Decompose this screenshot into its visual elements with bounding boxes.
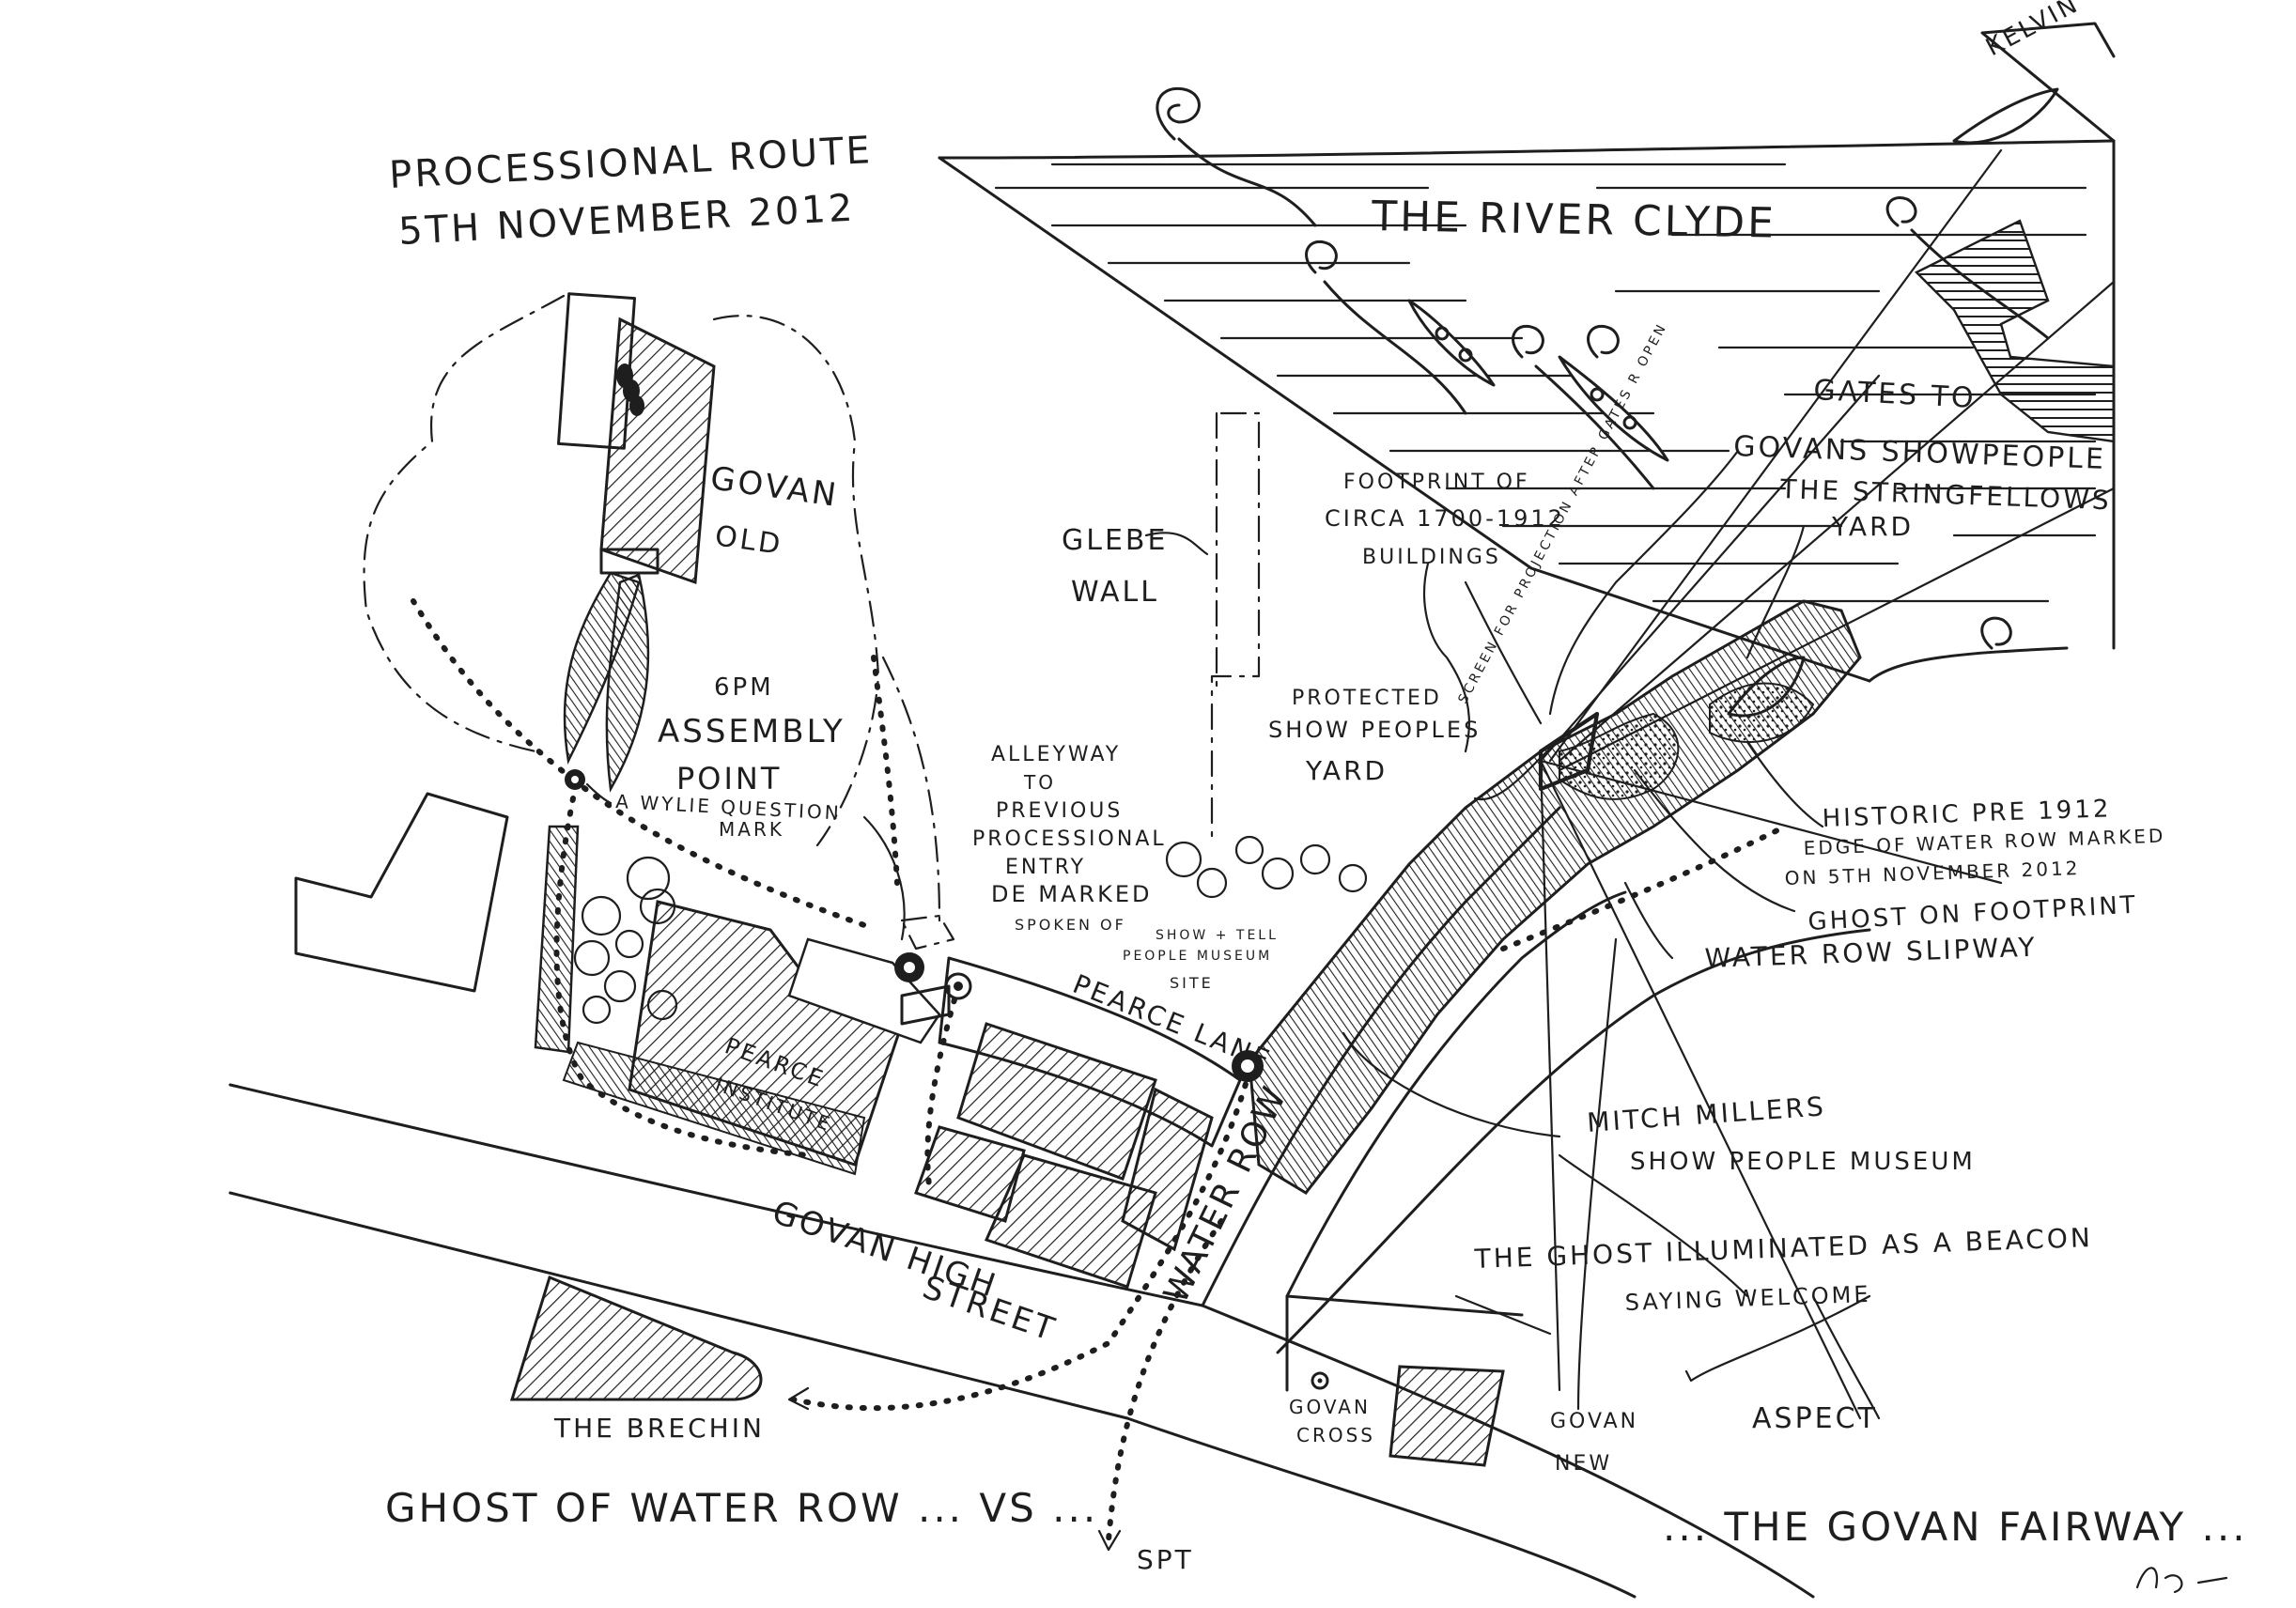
govan-new-label-1: GOVAN	[1550, 1410, 1638, 1433]
alleyway-label-2: TO	[1023, 771, 1056, 794]
govan-cross-plot	[1285, 1294, 1524, 1392]
footprint-label-3: BUILDINGS	[1362, 546, 1501, 569]
caption-govan-fairway: ... THE GOVAN FAIRWAY ...	[1663, 1504, 2248, 1550]
govan-old-label-1: GOVAN	[708, 459, 842, 515]
beacon-label-1: THE GHOST ILLUMINATED AS A BEACON	[1473, 1222, 2093, 1275]
assembly-label-2: ASSEMBLY	[658, 713, 845, 750]
the-brechin-building	[509, 1275, 763, 1401]
artist-signature	[2135, 1567, 2228, 1594]
govan-cross-marker-icon	[1311, 1371, 1329, 1390]
title-block: PROCESSIONAL ROUTE 5TH NOVEMBER 2012	[388, 129, 874, 254]
alleyway-label-4: PROCESSIONAL	[972, 827, 1167, 851]
govan-cross-label-2: CROSS	[1296, 1424, 1375, 1446]
footprint-label-1: FOOTPRINT OF	[1343, 471, 1530, 494]
assembly-point-marker-icon	[565, 769, 585, 790]
boat-icon	[1952, 87, 2059, 145]
glebe-wall-label-1: GLEBE	[1062, 524, 1168, 557]
annotation-leader-lines	[862, 449, 1881, 1420]
gates-label-2: GOVANS SHOWPEOPLE	[1733, 430, 2107, 476]
footprint-label-2: CIRCA 1700-1912	[1325, 505, 1565, 532]
govan-cross-label-1: GOVAN	[1289, 1396, 1371, 1418]
museum-site-label-2: PEOPLE MUSEUM	[1123, 949, 1272, 964]
glebe-wall-label-2: WALL	[1071, 576, 1159, 609]
gates-label-3: THE STRINGFELLOWS	[1779, 473, 2112, 516]
alleyway-label-6: DE MARKED	[991, 881, 1152, 907]
churchyard-boundary	[363, 294, 941, 922]
tree-cluster	[573, 835, 1368, 1025]
kelvin-bank-building	[1914, 219, 2116, 443]
alleyway-label-3: PREVIOUS	[996, 799, 1123, 823]
mitch-miller-label-2: SHOW PEOPLE MUSEUM	[1630, 1148, 1976, 1176]
title-line-2: 5TH NOVEMBER 2012	[397, 187, 856, 254]
assembly-label-3: POINT	[676, 761, 782, 796]
alleyway-label-7: SPOKEN OF	[1015, 916, 1126, 934]
mitch-miller-label-1: MITCH MILLERS	[1586, 1090, 1827, 1138]
alleyway-note: ALLEYWAY TO PREVIOUS PROCESSIONAL ENTRY …	[972, 743, 1167, 934]
govan-new-label-2: NEW	[1555, 1452, 1612, 1476]
museum-site-marker-icon	[1232, 1050, 1264, 1082]
river-clyde: KELVIN THE RIVER CLYDE	[938, 0, 2116, 683]
wylie-label-2: MARK	[719, 818, 784, 841]
title-line-1: PROCESSIONAL ROUTE	[388, 129, 874, 197]
govan-old-church	[557, 292, 716, 793]
ghost-footprint-label: GHOST ON FOOTPRINT	[1807, 891, 2139, 936]
boat-icon	[1407, 299, 1496, 387]
river-clyde-label: THE RIVER CLYDE	[1371, 193, 1777, 248]
caption-ghost-of-water-row: GHOST OF WATER ROW ... VS ...	[385, 1485, 1098, 1531]
glebe-wall	[1210, 411, 1261, 847]
govan-high-street	[228, 1083, 1815, 1599]
govan-old-label-2: OLD	[713, 519, 785, 562]
aspect-label: ASPECT	[1752, 1402, 1878, 1435]
wylie-leader	[585, 782, 613, 805]
beacon-label-2: SAYING WELCOME	[1624, 1281, 1871, 1316]
slipway-label: WATER ROW SLIPWAY	[1704, 932, 2038, 974]
kelvin-label: KELVIN	[1981, 0, 2084, 62]
beacon-light-rays	[1539, 148, 2116, 1420]
museum-site-label-1: SHOW + TELL	[1156, 928, 1279, 943]
pearce-institute	[534, 825, 941, 1176]
l-shaped-building	[294, 792, 509, 993]
alleyway-gate	[900, 914, 955, 951]
museum-site-label-3: SITE	[1170, 974, 1214, 992]
gates-label-1: GATES TO	[1813, 374, 1978, 415]
the-brechin-label: THE BRECHIN	[553, 1413, 765, 1444]
protected-yard-label-1: PROTECTED	[1292, 687, 1442, 710]
pearce-lane-block	[900, 956, 1242, 1289]
alleyway-label-5: ENTRY	[1005, 856, 1086, 879]
alleyway-label-1: ALLEYWAY	[991, 743, 1121, 766]
route-arrow-icon	[787, 1386, 810, 1411]
processional-route	[411, 598, 1788, 1552]
boat-icon	[1558, 355, 1669, 462]
protected-yard-label-3: YARD	[1305, 755, 1388, 786]
glebe-wall-arrow	[1144, 532, 1209, 556]
govan-new-building	[1388, 1365, 1505, 1467]
spt-label: SPT	[1137, 1544, 1194, 1575]
alleyway-marker-icon	[894, 952, 972, 1000]
historic-edge-label-3: ON 5TH NOVEMBER 2012	[1784, 857, 2080, 889]
assembly-label-1: 6PM	[714, 673, 774, 702]
route-arrow-icon	[1097, 1529, 1122, 1552]
gates-label-4: YARD	[1831, 511, 1914, 542]
protected-yard-label-2: SHOW PEOPLES	[1268, 717, 1481, 743]
